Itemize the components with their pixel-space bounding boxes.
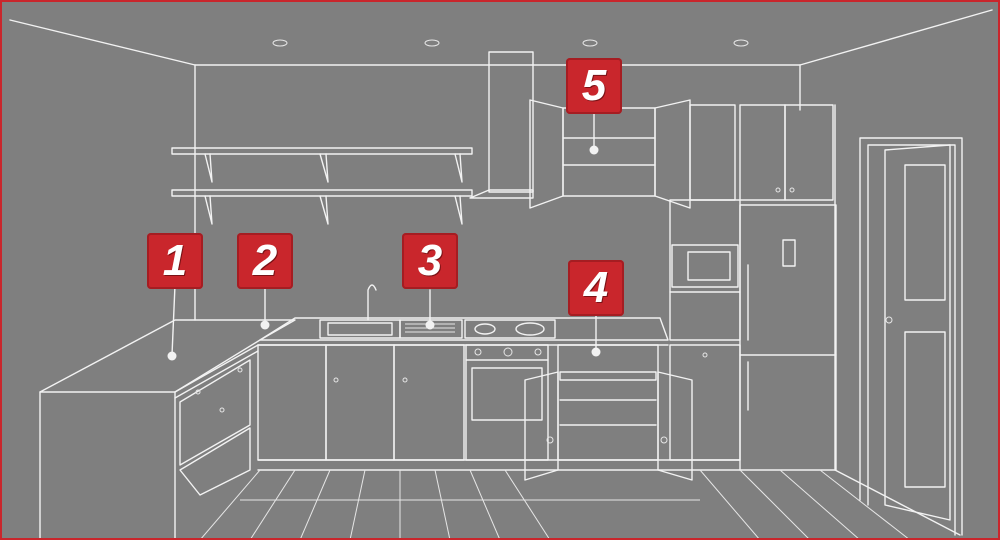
marker-3-label: 3 xyxy=(417,236,443,285)
marker-4-badge[interactable]: 4 xyxy=(568,260,624,316)
room-outline xyxy=(9,9,993,536)
marker-4-pin xyxy=(591,347,601,357)
marker-5-pin xyxy=(589,145,599,155)
marker-1-label: 1 xyxy=(162,236,188,285)
marker-5-badge[interactable]: 5 xyxy=(566,58,622,114)
left-counter xyxy=(39,319,296,539)
marker-3-badge[interactable]: 3 xyxy=(402,233,458,289)
marker-2-badge[interactable]: 2 xyxy=(237,233,293,289)
marker-1-pin xyxy=(167,351,177,361)
leader-lines xyxy=(167,111,601,361)
open-shelves xyxy=(171,147,473,225)
refrigerator xyxy=(739,204,837,471)
tall-unit-microwave xyxy=(669,199,741,341)
marker-2-pin xyxy=(260,320,270,330)
ceiling-lights xyxy=(272,39,749,47)
marker-1-badge[interactable]: 1 xyxy=(147,233,203,289)
marker-2-label: 2 xyxy=(252,236,278,285)
marker-4-label: 4 xyxy=(583,263,609,312)
floor-boards xyxy=(199,469,911,540)
range-hood xyxy=(469,51,534,199)
base-cabinets xyxy=(257,344,741,481)
door xyxy=(859,137,963,536)
marker-3-pin xyxy=(425,320,435,330)
upper-cabinets xyxy=(529,99,834,209)
marker-5-label: 5 xyxy=(581,61,607,110)
